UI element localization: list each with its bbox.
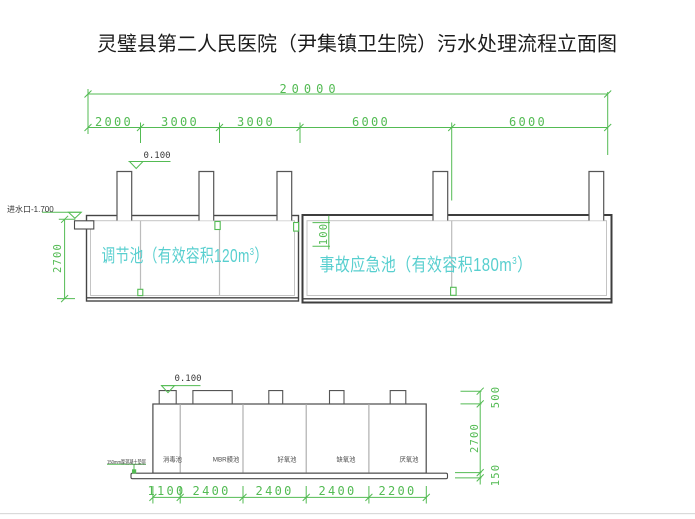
emergency-tank-outline — [301, 214, 613, 304]
right-dim-ticks — [476, 387, 485, 482]
bottom-level-triangle-icon — [160, 385, 176, 394]
freeboard-dim-group — [312, 215, 330, 250]
width-dim-label-5: 2200 — [378, 483, 417, 498]
segment-dim-label-4: 6000 — [351, 114, 391, 129]
compartment-label-1: 消毒池 — [163, 456, 182, 464]
sleeve-2 — [214, 220, 221, 231]
freeboard-dim-ext — [312, 222, 330, 247]
width-dim-label-4: 2400 — [318, 483, 357, 498]
regulating-tank-outline — [85, 214, 300, 302]
sleeve-1 — [137, 288, 144, 297]
top-level-triangle-icon — [128, 161, 145, 170]
segment-dim-label-1: 2000 — [94, 114, 134, 129]
top-level-label: 0.100 — [143, 150, 171, 161]
height-dim-label: 2700 — [51, 242, 64, 274]
regulating-tank-inner-wall — [90, 220, 295, 296]
bottom-dimension-lines — [107, 385, 485, 504]
overall-dim-ticks — [84, 90, 612, 98]
regulating-tank-label-close: ） — [253, 246, 268, 266]
stub-5 — [389, 390, 407, 404]
compartment-label-3: 好氧池 — [277, 456, 297, 464]
regulating-tank-group — [85, 214, 300, 302]
vent-stack-1 — [116, 170, 133, 221]
vent-stack-3 — [276, 170, 293, 221]
sleeve-3 — [293, 221, 300, 232]
width-dim-ticks — [149, 493, 431, 502]
emergency-tank-label: 事故应急池（有效容积180m3） — [319, 251, 532, 277]
emergency-tank-label-close: ） — [516, 254, 532, 275]
base-slab — [130, 472, 449, 480]
top-vent-stacks — [116, 170, 605, 221]
equipment-stubs — [158, 390, 407, 404]
slab-note-arrow-icon — [132, 469, 137, 474]
equipment-partition-walls — [179, 404, 370, 474]
sleeve-4 — [450, 286, 457, 296]
segment-dim-ticks — [84, 123, 612, 132]
vent-stack-2 — [198, 170, 215, 221]
drawing-title: 灵璧县第二人民医院（尹集镇卫生院）污水处理流程立面图 — [97, 33, 617, 56]
width-dim-label-3: 2400 — [255, 483, 294, 498]
regulating-tank-label-sup: 3 — [249, 247, 254, 258]
equipment-tank-group — [130, 390, 449, 480]
stub-1 — [158, 390, 177, 404]
segment-dim-label-2: 3000 — [160, 114, 200, 129]
emergency-tank-group — [301, 214, 613, 304]
width-dim-ext — [152, 486, 427, 504]
sheet-bottom-edge — [0, 513, 695, 515]
regulating-tank-label-text: 调节池（有效容积120m — [101, 246, 250, 266]
stub-3 — [268, 390, 284, 404]
freeboard-dim-label: 100 — [317, 222, 330, 246]
emergency-tank-label-text: 事故应急池（有效容积180m — [319, 254, 512, 275]
emergency-tank-label-sup: 3 — [511, 255, 517, 267]
slab-note-label: 150mm厚混凝土垫层 — [107, 459, 146, 466]
bottom-level-label: 0.100 — [174, 374, 202, 384]
height-dim-ticks — [60, 215, 69, 303]
pipe-sleeves — [137, 220, 457, 297]
regulating-tank-label: 调节池（有效容积120m3） — [101, 242, 268, 268]
inlet-level-triangle-icon — [67, 211, 83, 219]
segment-dim-label-5: 6000 — [508, 114, 548, 129]
tank-height-dim-label: 2700 — [468, 422, 481, 454]
height-dim-ext — [57, 218, 76, 300]
compartment-label-4: 缺氧池 — [336, 456, 356, 464]
right-dim-ext — [455, 390, 482, 479]
stub-4 — [328, 390, 345, 404]
stub-height-dim-label: 500 — [490, 385, 502, 409]
compartment-label-5: 厌氧池 — [399, 456, 419, 464]
stub-2 — [192, 390, 233, 404]
emergency-tank-inner-wall — [306, 220, 607, 296]
width-dim-label-1: 1100 — [147, 483, 186, 498]
slab-thickness-dim-label: 150 — [489, 463, 502, 487]
vent-stack-4 — [432, 170, 449, 221]
segment-dim-label-3: 3000 — [236, 114, 276, 129]
overall-dim-label: 20000 — [279, 81, 341, 96]
top-dimension-lines — [42, 89, 612, 303]
compartment-label-2: MBR膜池 — [212, 456, 240, 464]
equipment-tank-outline — [152, 403, 427, 474]
inlet-label: 进水口-1.700 — [7, 205, 54, 214]
regulating-tank-partition-walls — [139, 220, 221, 296]
width-dim-label-2: 2400 — [192, 483, 231, 498]
vent-stack-5 — [588, 170, 605, 221]
inlet-pipe — [73, 220, 95, 230]
